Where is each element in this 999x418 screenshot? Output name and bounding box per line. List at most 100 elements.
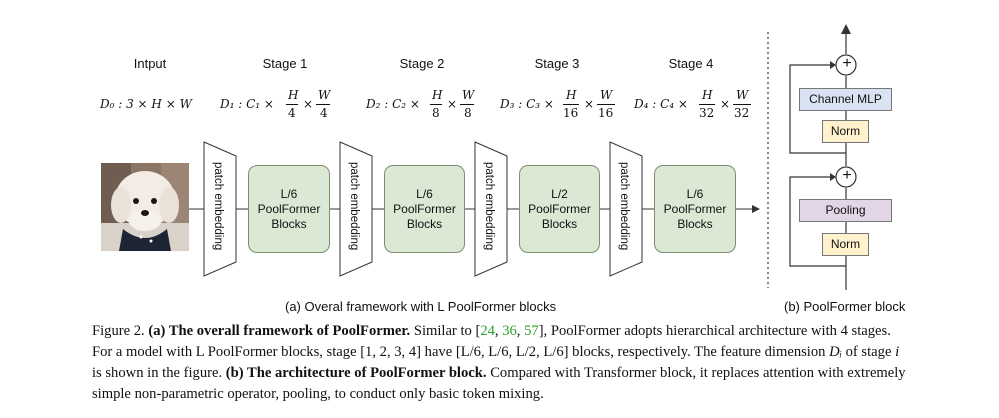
times: × [303,97,314,111]
frac-bar [286,104,298,105]
frac-num: H [566,88,577,102]
frac-den: 8 [432,106,440,120]
input-label: Intput [133,56,167,71]
frac-num: H [432,88,443,102]
frac-num: W [600,88,613,102]
pooling-box: Pooling [799,199,892,222]
stage3-dim: D₃ : C₃ × H 16 × W 16 [500,86,625,122]
caption-text: , [516,323,525,339]
residual-path-upper [789,64,846,154]
caption-math: Dᵢ [829,344,842,360]
block-word: Blocks [677,216,713,231]
norm-box-lower: Norm [822,233,869,256]
frac-bar [316,104,330,105]
caption-text: ], PoolFormer adopts hierarchical archit… [538,323,891,339]
caption-b-title: (b) The architecture of PoolFormer block… [225,365,487,381]
caption-text: Compared with Transformer block, it repl… [490,365,906,381]
patch-embedding-3 [474,141,508,277]
frac-den: 32 [734,106,750,120]
patch-embedding-label: patch embedding [618,162,630,251]
caption-line-1: Figure 2. (a) The overall framework of P… [92,321,992,342]
caption-text: , [494,323,503,339]
block-word: Blocks [271,216,307,231]
block-count: L/2 [551,186,568,201]
poolformer-block-diagram [789,24,857,290]
figure-caption: Figure 2. (a) The overall framework of P… [92,321,992,405]
poolformer-blocks-stage3: L/2 PoolFormer Blocks [519,165,600,253]
subcaption-a: (a) Overal framework with L PoolFormer b… [285,299,557,314]
poolformer-blocks-stage2: L/6 PoolFormer Blocks [384,165,465,253]
norm-box-upper: Norm [822,120,869,143]
stage4-label: Stage 4 [668,56,714,71]
block-name: PoolFormer [393,201,456,216]
block-name: PoolFormer [257,201,321,216]
block-count: L/6 [280,186,298,201]
stage2-label: Stage 2 [399,56,445,71]
block-name: PoolFormer [528,201,591,216]
times: × [584,97,595,111]
figure-number: Figure 2. [92,323,145,339]
frac-den: 16 [563,106,579,120]
frac-den: 4 [320,106,328,120]
dim-prefix: D₁ : C₁ × [220,97,274,111]
residual-arrowhead [830,61,836,69]
frac-num: W [318,88,331,102]
stage2-dim: D₂ : C₂ × H 8 × W 8 [366,86,486,122]
input-dog-image [101,163,189,251]
block-count: L/6 [686,186,704,201]
frac-bar [699,104,715,105]
frac-den: 16 [598,106,614,120]
input-dim: D₀ : 3 × H × W [100,97,192,111]
patch-embedding-label: patch embedding [483,162,495,251]
block-count: L/6 [416,186,433,201]
times: × [720,97,731,111]
citation-link[interactable]: 36 [502,323,517,339]
caption-text: of stage [845,344,892,360]
frac-den: 4 [288,106,296,120]
caption-line-3: is shown in the figure. (b) The architec… [92,363,992,384]
channel-mlp-box: Channel MLP [799,88,892,111]
residual-path-lower [789,176,846,267]
frac-num: W [462,88,475,102]
citation-link[interactable]: 24 [480,323,495,339]
patch-embedding-4 [609,141,643,277]
caption-line-4: simple non-parametric operator, pooling,… [92,384,992,405]
stage4-dim: D₄ : C₄ × H 32 × W 32 [634,86,759,122]
citation-link[interactable]: 57 [524,323,539,339]
dim-prefix: D₂ : C₂ × [366,97,420,111]
caption-line-2: For a model with L PoolFormer blocks, st… [92,342,992,363]
patch-embedding-label: patch embedding [212,162,224,251]
frac-bar [460,104,474,105]
top-arrowhead [841,24,851,34]
frac-den: 8 [464,106,472,120]
residual-arrowhead [830,173,836,181]
caption-text: For a model with L PoolFormer blocks, st… [92,344,826,360]
frac-bar [563,104,579,105]
block-word: Blocks [406,216,443,231]
subcaption-b: (b) PoolFormer block [784,299,906,314]
block-name: PoolFormer [663,201,727,216]
stage1-label: Stage 1 [262,56,308,71]
dim-prefix: D₃ : C₃ × [500,97,554,111]
add-node-upper [835,54,857,76]
caption-a-title: (a) The overall framework of PoolFormer. [148,323,411,339]
poolformer-blocks-stage4: L/6 PoolFormer Blocks [654,165,736,253]
frac-num: H [288,88,299,102]
caption-text: is shown in the figure. [92,365,223,381]
framework-diagram [189,32,769,288]
dim-prefix: D₄ : C₄ × [634,97,688,111]
stage3-label: Stage 3 [534,56,580,71]
frac-bar [733,104,751,105]
frac-bar [430,104,442,105]
stage1-dim: D₁ : C₁ × H 4 × W 4 [220,86,340,122]
plus-sign: + [842,167,852,184]
patch-embedding-2 [339,141,373,277]
caption-text: Similar to [ [413,323,481,339]
frac-den: 32 [699,106,715,120]
frac-num: H [702,88,713,102]
block-word: Blocks [541,216,578,231]
caption-text: simple non-parametric operator, pooling,… [92,386,544,402]
caption-math: i [895,344,900,360]
plus-sign: + [842,55,852,72]
frac-num: W [736,88,749,102]
